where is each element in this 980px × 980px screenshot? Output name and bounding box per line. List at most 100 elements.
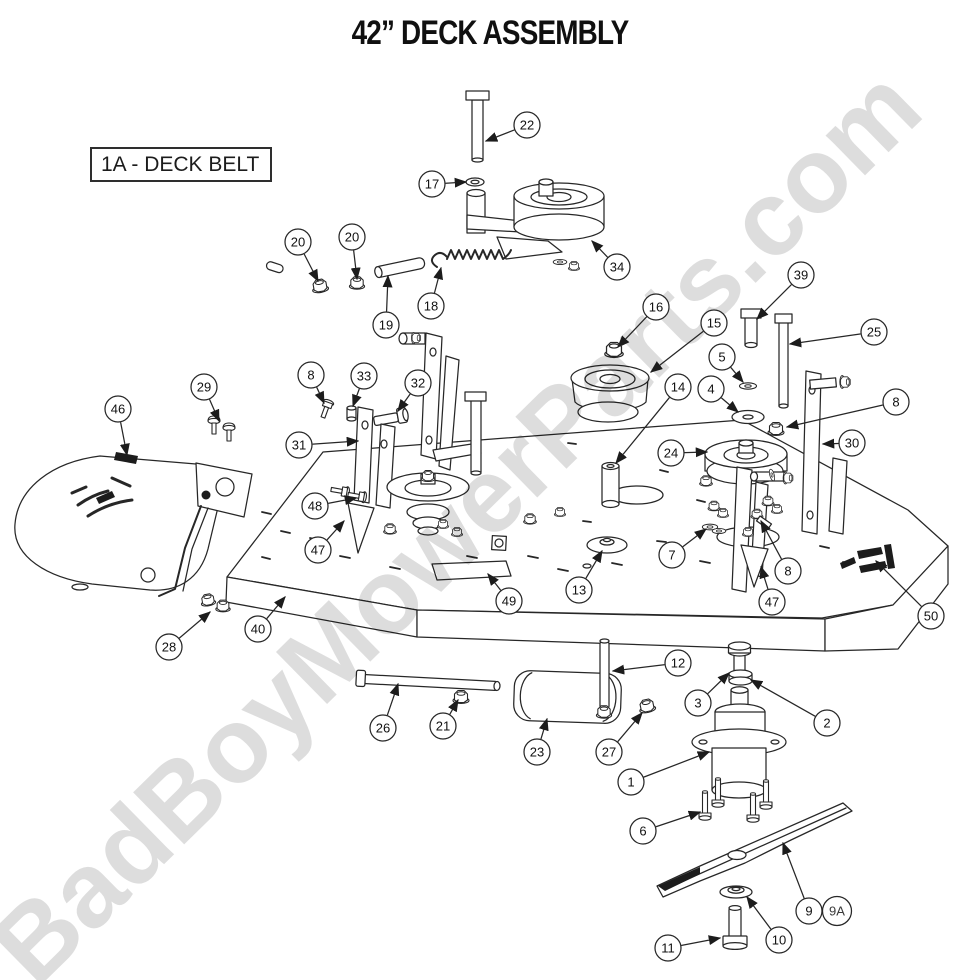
nut-8-right bbox=[767, 421, 785, 437]
part-balloon-12-shape: 12 bbox=[671, 656, 685, 671]
leader-line-28 bbox=[178, 611, 211, 639]
nut-21 bbox=[452, 689, 470, 705]
part-balloon-27[interactable]: 27 bbox=[595, 738, 623, 766]
leader-line-23 bbox=[538, 717, 549, 740]
part-balloon-5[interactable]: 5 bbox=[708, 343, 736, 371]
part-balloon-11[interactable]: 11 bbox=[654, 934, 682, 962]
blade-washer-10 bbox=[719, 885, 753, 899]
part-balloon-31[interactable]: 31 bbox=[285, 431, 313, 459]
washer-17 bbox=[465, 177, 485, 187]
part-balloon-27-shape bbox=[595, 738, 623, 766]
part-balloon-29-shape bbox=[190, 373, 218, 401]
part-balloon-25[interactable]: 25 bbox=[860, 318, 888, 346]
nut-28b bbox=[215, 599, 231, 613]
part-balloon-46-shape bbox=[104, 395, 132, 423]
leader-line-46 bbox=[119, 422, 130, 457]
anti-scalp-roller-23 bbox=[513, 670, 622, 724]
part-balloon-3[interactable]: 3 bbox=[684, 689, 712, 717]
part-balloon-14-shape: 14 bbox=[671, 380, 685, 395]
part-balloon-22[interactable]: 22 bbox=[513, 111, 541, 139]
chute-logo-icon-shape bbox=[96, 491, 115, 504]
part-balloon-19-shape bbox=[372, 311, 400, 339]
part-balloon-30-shape: 30 bbox=[845, 436, 859, 451]
part-balloon-40[interactable]: 40 bbox=[244, 615, 272, 643]
part-balloon-7[interactable]: 7 bbox=[658, 541, 686, 569]
anti-scalp-roller-23-shape bbox=[513, 670, 622, 724]
part-balloon-49[interactable]: 49 bbox=[495, 587, 523, 615]
part-balloon-20[interactable]: 20 bbox=[284, 228, 312, 256]
chute-logo-icon-shape bbox=[86, 498, 134, 518]
roller-shaft-12-shape bbox=[599, 638, 610, 644]
part-balloon-8[interactable]: 8 bbox=[774, 557, 802, 585]
spindle-bolt-3 bbox=[727, 641, 752, 678]
part-balloon-33[interactable]: 33 bbox=[350, 362, 378, 390]
part-balloon-29[interactable]: 29 bbox=[190, 373, 218, 401]
part-balloon-10[interactable]: 10 bbox=[765, 926, 793, 954]
part-balloon-3-shape: 3 bbox=[694, 696, 701, 711]
discharge-chute-assembly bbox=[14, 452, 253, 597]
part-balloon-18[interactable]: 18 bbox=[417, 292, 445, 320]
part-balloon-47[interactable]: 47 bbox=[304, 536, 332, 564]
part-balloon-6[interactable]: 6 bbox=[629, 817, 657, 845]
part-balloon-2[interactable]: 2 bbox=[813, 709, 841, 737]
part-balloon-26[interactable]: 26 bbox=[369, 714, 397, 742]
part-balloon-9A-shape bbox=[821, 895, 853, 927]
part-balloon-8[interactable]: 8 bbox=[882, 388, 910, 416]
part-balloon-17[interactable]: 17 bbox=[418, 170, 446, 198]
part-balloon-21[interactable]: 21 bbox=[429, 712, 457, 740]
spring-18-shape bbox=[431, 251, 448, 268]
part-balloon-32[interactable]: 32 bbox=[404, 369, 432, 397]
leader-line-21 bbox=[448, 698, 459, 715]
leader-line-24 bbox=[684, 447, 709, 458]
part-balloon-13[interactable]: 13 bbox=[565, 576, 593, 604]
part-balloon-47-shape: 47 bbox=[311, 543, 325, 558]
spacer-2 bbox=[728, 669, 753, 686]
part-balloon-34[interactable]: 34 bbox=[603, 253, 631, 281]
part-balloon-48[interactable]: 48 bbox=[301, 492, 329, 520]
part-balloon-20[interactable]: 20 bbox=[338, 223, 366, 251]
part-balloon-12[interactable]: 12 bbox=[664, 649, 692, 677]
part-balloon-30[interactable]: 30 bbox=[838, 429, 866, 457]
part-balloon-47[interactable]: 47 bbox=[758, 588, 786, 616]
bell-crank-arm-shape bbox=[438, 355, 460, 471]
part-balloon-20-shape bbox=[284, 228, 312, 256]
part-balloon-19[interactable]: 19 bbox=[372, 311, 400, 339]
part-balloon-8[interactable]: 8 bbox=[297, 361, 325, 389]
bracket-30-shape bbox=[809, 377, 838, 390]
part-balloon-24[interactable]: 24 bbox=[657, 439, 685, 467]
part-balloon-4[interactable]: 4 bbox=[697, 375, 725, 403]
part-balloon-23-shape: 23 bbox=[530, 745, 544, 760]
part-balloon-16[interactable]: 16 bbox=[642, 293, 670, 321]
leader-line-30 bbox=[821, 438, 839, 449]
disc-washer-13-shape bbox=[602, 537, 612, 543]
leader-line-20 bbox=[303, 253, 319, 283]
part-balloon-48-shape bbox=[301, 492, 329, 520]
part-balloon-15[interactable]: 15 bbox=[700, 309, 728, 337]
part-balloon-21-shape: 21 bbox=[436, 719, 450, 734]
idler-arm-pulley-34-shape bbox=[513, 213, 605, 241]
part-balloon-39[interactable]: 39 bbox=[787, 261, 815, 289]
part-balloon-23[interactable]: 23 bbox=[523, 738, 551, 766]
square-hole-shape bbox=[494, 538, 504, 548]
part-balloon-50-shape: 50 bbox=[924, 609, 938, 624]
idler-arm-pulley-34-shape bbox=[538, 178, 554, 186]
pin-19 bbox=[374, 257, 426, 279]
tensioner-top-assembly bbox=[265, 90, 605, 295]
part-balloon-3-shape bbox=[684, 689, 712, 717]
leader-line-18 bbox=[433, 266, 443, 294]
part-balloon-46[interactable]: 46 bbox=[104, 395, 132, 423]
part-balloon-15-shape: 15 bbox=[707, 316, 721, 331]
deck-skirt-right bbox=[824, 545, 949, 652]
part-balloon-1[interactable]: 1 bbox=[617, 768, 645, 796]
v-idler-pulley-15-shape bbox=[577, 401, 639, 423]
part-balloon-9[interactable]: 9 bbox=[795, 897, 823, 925]
part-balloon-30-shape bbox=[838, 429, 866, 457]
part-balloon-14[interactable]: 14 bbox=[664, 373, 692, 401]
leader-line-11 bbox=[681, 935, 722, 947]
leader-line-10 bbox=[746, 895, 772, 930]
chute-logo-icon-shape bbox=[76, 489, 110, 507]
part-balloon-50[interactable]: 50 bbox=[917, 602, 945, 630]
part-balloon-39-shape bbox=[787, 261, 815, 289]
part-balloon-28[interactable]: 28 bbox=[155, 633, 183, 661]
part-balloon-9A[interactable]: 9A bbox=[821, 895, 853, 927]
